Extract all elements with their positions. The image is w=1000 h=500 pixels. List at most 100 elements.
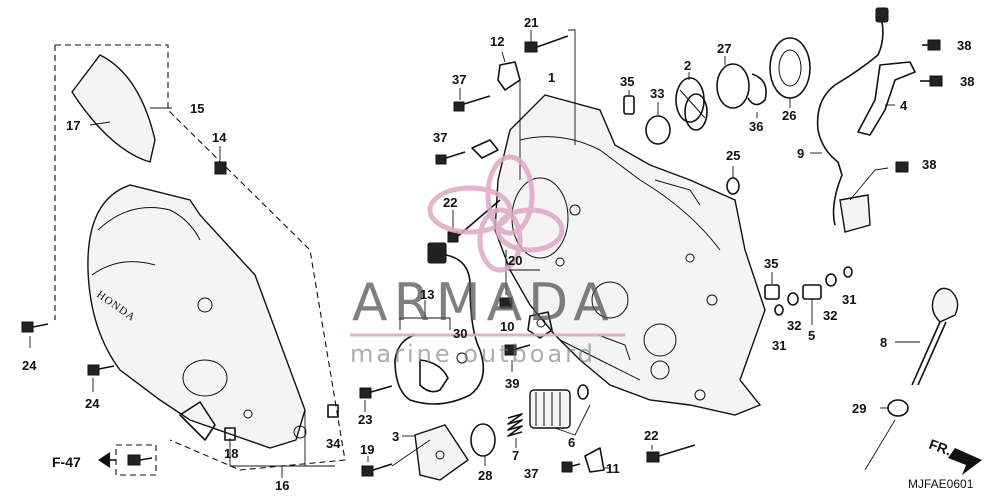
callout-37-middle: 37 bbox=[433, 130, 447, 145]
part-25-washer bbox=[726, 166, 740, 195]
callout-28: 28 bbox=[478, 468, 492, 483]
part-5-plug bbox=[802, 284, 822, 325]
part-6-oil-filter bbox=[529, 384, 591, 436]
part-31-washer-left bbox=[774, 304, 784, 316]
callout-16: 16 bbox=[275, 478, 289, 493]
callout-17: 17 bbox=[66, 118, 80, 133]
callout-31-left: 31 bbox=[772, 338, 786, 353]
part-20-bolt bbox=[499, 250, 540, 309]
callout-37-top: 37 bbox=[452, 72, 466, 87]
part-31-washer-right bbox=[843, 266, 853, 278]
callout-26: 26 bbox=[782, 108, 796, 123]
callout-22-upper: 22 bbox=[443, 195, 457, 210]
callout-35-right: 35 bbox=[764, 256, 778, 271]
watermark-subtitle: marine outboard bbox=[350, 340, 596, 368]
part-2-oil-seal bbox=[675, 72, 708, 131]
part-38-bolt-mid bbox=[920, 75, 943, 87]
part-8-dipstick bbox=[895, 287, 959, 386]
part-27-o-ring bbox=[716, 56, 750, 109]
callout-7: 7 bbox=[512, 448, 519, 463]
part-23-bolt bbox=[359, 385, 393, 412]
reference-f47: F-47 bbox=[52, 444, 157, 476]
callout-5: 5 bbox=[808, 328, 815, 343]
callout-15: 15 bbox=[190, 101, 204, 116]
part-9-sensor bbox=[810, 7, 889, 233]
callout-38-mid: 38 bbox=[960, 74, 974, 89]
callout-4: 4 bbox=[900, 98, 908, 113]
part-34-dowel bbox=[327, 404, 339, 418]
callout-13: 13 bbox=[420, 287, 434, 302]
part-18-dowel bbox=[224, 427, 236, 441]
reference-link-label: F-47 bbox=[52, 454, 81, 470]
callout-11: 11 bbox=[606, 461, 620, 476]
callout-6: 6 bbox=[568, 435, 575, 450]
part-13-sensor-harness bbox=[394, 242, 485, 405]
part-24-bolt-lower bbox=[87, 364, 115, 392]
callout-12: 12 bbox=[490, 34, 504, 49]
watermark: ARMADA marine outboard bbox=[350, 154, 625, 368]
callout-25: 25 bbox=[726, 148, 740, 163]
callout-38-top: 38 bbox=[957, 38, 971, 53]
callout-19: 19 bbox=[360, 442, 374, 457]
callout-18: 18 bbox=[224, 446, 238, 461]
part-22-bolt-lower bbox=[646, 444, 696, 463]
part-37-bolt-lower bbox=[561, 461, 581, 473]
part-28-o-ring bbox=[470, 423, 496, 466]
callout-2: 2 bbox=[684, 58, 691, 73]
part-33-o-ring bbox=[645, 102, 671, 145]
front-direction-arrow: FR. bbox=[927, 436, 982, 475]
callout-32-left: 32 bbox=[787, 318, 801, 333]
callout-34: 34 bbox=[326, 436, 341, 451]
part-38-bolt-top bbox=[922, 39, 941, 51]
callout-24-upper: 24 bbox=[22, 358, 37, 373]
part-17-cover-plate bbox=[71, 54, 172, 163]
part-36-circlip bbox=[747, 73, 767, 118]
callout-8: 8 bbox=[880, 335, 887, 350]
callout-23: 23 bbox=[358, 412, 372, 427]
callout-9: 9 bbox=[797, 146, 804, 161]
callout-21: 21 bbox=[524, 15, 538, 30]
callout-32-right: 32 bbox=[823, 308, 837, 323]
callout-36: 36 bbox=[749, 119, 763, 134]
part-19-bolt bbox=[361, 456, 393, 477]
cover-group-outline bbox=[54, 44, 346, 471]
part-38-bolt-low bbox=[849, 161, 909, 201]
part-37-bolt-middle bbox=[435, 139, 499, 165]
part-35-dowel-pin bbox=[623, 90, 635, 115]
part-4-bracket bbox=[857, 61, 916, 136]
callout-33: 33 bbox=[650, 86, 664, 101]
callout-14: 14 bbox=[212, 130, 227, 145]
callout-39: 39 bbox=[505, 376, 519, 391]
callout-10: 10 bbox=[500, 319, 514, 334]
front-indicator-label: FR. bbox=[927, 436, 954, 459]
part-24-bolt-upper bbox=[21, 321, 49, 348]
callout-30: 30 bbox=[453, 326, 467, 341]
part-32-washer-left bbox=[787, 292, 799, 306]
callout-22-lower: 22 bbox=[644, 428, 658, 443]
watermark-title: ARMADA bbox=[352, 273, 615, 333]
part-16-generator-cover: HONDA bbox=[87, 184, 307, 449]
watermark-flower-logo bbox=[427, 154, 565, 273]
part-37-bolt-upper bbox=[453, 88, 491, 112]
callout-labels: 1 2 3 4 5 6 7 8 9 10 11 12 13 14 15 16 1… bbox=[22, 15, 974, 493]
callout-3: 3 bbox=[392, 429, 399, 444]
callout-38-low: 38 bbox=[922, 157, 936, 172]
part-35-dowel-right bbox=[764, 272, 780, 300]
part-29-o-ring bbox=[864, 399, 909, 471]
part-7-spring bbox=[507, 413, 523, 448]
part-3-filter-cover bbox=[391, 424, 469, 481]
callout-29: 29 bbox=[852, 401, 866, 416]
part-39-bolt bbox=[504, 344, 531, 372]
leaders-16-18-34 bbox=[229, 410, 335, 478]
callout-20: 20 bbox=[508, 253, 522, 268]
part-21-bolt bbox=[524, 29, 576, 145]
callout-35-upper: 35 bbox=[620, 74, 634, 89]
callout-1: 1 bbox=[548, 70, 555, 85]
figure-code: MJFAE0601 bbox=[908, 477, 974, 491]
callout-24-lower: 24 bbox=[85, 396, 100, 411]
part-26-bearing bbox=[769, 37, 811, 108]
part-32-washer-right bbox=[825, 273, 837, 287]
part-14-bolt bbox=[214, 146, 227, 175]
callout-31-right: 31 bbox=[842, 292, 856, 307]
